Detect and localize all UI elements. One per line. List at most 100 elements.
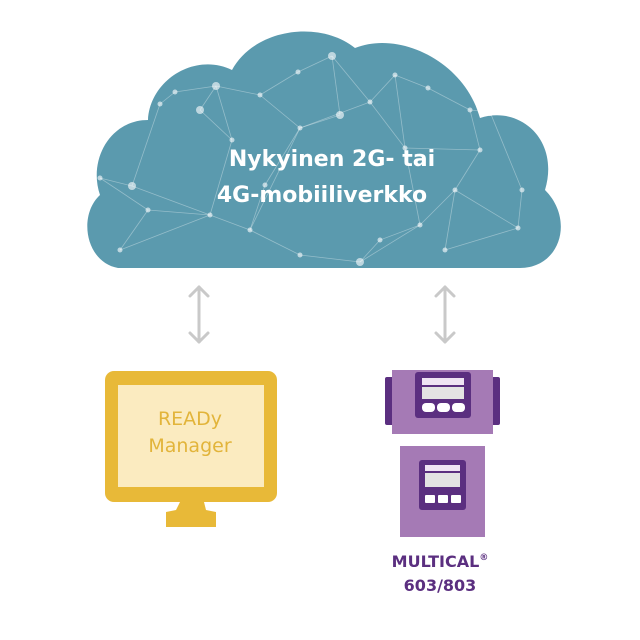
cloud-network-link [331,55,371,103]
cloud-network-link [297,55,333,73]
cloud-network-link [444,227,519,251]
cloud-network-node [207,212,213,218]
cloud-network-link [454,149,481,191]
cloud-network-node [442,247,448,253]
cloud-network-link [209,214,251,231]
meter-top-display-strip [422,378,464,385]
cloud-network-link [454,189,519,229]
meter-bottom-button-2 [438,495,448,503]
cloud-network-link [215,85,233,141]
meter-label-registered: ® [479,553,488,563]
cloud-network-link [299,101,371,129]
cloud-network-link [147,209,211,216]
cloud-network-node [97,175,103,181]
meter-label-model: 603/803 [404,576,477,595]
cloud-network-link [119,209,149,251]
meter-bottom-button-1 [425,495,435,503]
cloud-network-link [99,177,133,187]
cloud-network-link [199,85,217,111]
monitor-stand [166,502,216,527]
cloud-network-link [259,71,299,96]
meter-top-right-connector [491,377,500,425]
cloud-network-node [117,247,123,253]
cloud-network-node [295,69,301,75]
cloud-network-node [229,137,235,143]
monitor-screen [118,385,264,487]
cloud-network-link [359,224,421,263]
cloud-network-link [215,85,261,96]
cloud-network-link [331,55,341,116]
monitor-label-line2: Manager [148,435,231,457]
meter-label-name: MULTICAL® [392,552,489,571]
cloud-network-link [379,224,421,241]
cloud-network-link [99,177,149,211]
meter-bottom-display-strip [425,465,460,471]
arrow-right-bidirectional-icon [434,285,456,344]
meter-top-left-connector [385,377,394,425]
cloud-network-node [486,108,494,116]
meter-top-display [422,387,464,399]
cloud-network-link [489,111,523,191]
cloud-network-node [417,222,423,228]
cloud-network-link [394,74,406,149]
monitor-label-line1: READy [158,408,222,430]
cloud-network-node [128,182,136,190]
cloud-network-node [425,85,431,91]
cloud-network-link [174,85,217,93]
meter-label: MULTICAL® 603/803 [392,552,489,595]
cloud-network-node [145,207,151,213]
cloud-network-link [299,114,341,129]
cloud-network-node [212,82,220,90]
cloud-network-node [367,99,373,105]
cloud-network-node [519,187,525,193]
cloud-network-link [249,184,266,231]
cloud-label-line2: 4G-mobiiliverkko [217,183,427,208]
cloud-network-node [392,72,398,78]
cloud-network-pattern [99,55,523,263]
cloud-network-link [444,189,456,251]
cloud-network-node [452,187,458,193]
meter-top-button-2 [437,403,450,412]
cloud-network-node [477,147,483,153]
cloud-network-node [196,106,204,114]
cloud-network-node [262,182,268,188]
meter-top-button-3 [452,403,465,412]
cloud-label-line1: Nykyinen 2G- tai [229,147,435,172]
cloud-network-link [264,127,301,186]
cloud-network-link [199,109,233,141]
cloud-network-link [369,74,396,103]
cloud-network-node [328,52,336,60]
cloud-network-node [515,225,521,231]
cloud-network-link [427,87,471,111]
cloud-network-link [369,101,406,149]
cloud-network-node [157,101,163,107]
meter-bottom-button-3 [451,495,461,503]
cloud-network-node [336,111,344,119]
cloud-network-node [172,89,178,95]
meter-bottom-icon [400,446,485,537]
meter-top-button-1 [422,403,435,412]
cloud-network-node [297,252,303,258]
cloud-network-link [249,229,301,256]
cloud-network-link [404,147,481,151]
monitor-icon: READy Manager [105,371,277,527]
cloud-network-link [394,74,429,89]
cloud-network-link [517,189,523,229]
cloud-network-node [297,125,303,131]
cloud-network-link [469,109,481,151]
cloud-network-link [299,254,361,263]
cloud-network-link [159,91,176,105]
cloud-network-link [249,127,301,231]
cloud-network-node [257,92,263,98]
cloud-network-link [419,189,456,226]
meter-top-icon [385,370,500,434]
cloud-network-node [356,258,364,266]
cloud-network-node [377,237,383,243]
cloud-network-nodes [97,52,525,266]
cloud: Nykyinen 2G- tai 4G-mobiiliverkko [87,31,561,269]
cloud-network-link [131,103,161,187]
cloud-network-link [119,214,211,251]
meter-bottom-display [425,473,460,487]
cloud-shape [87,31,561,269]
